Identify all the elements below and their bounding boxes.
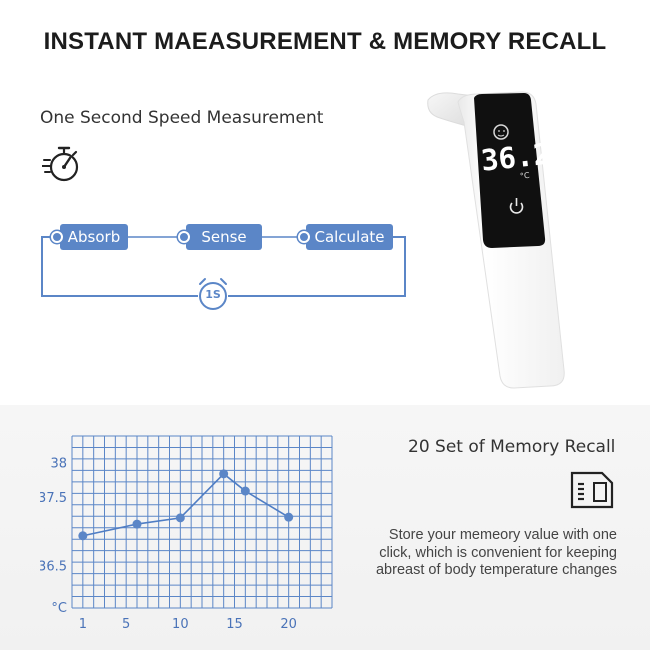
y-tick-label: 36.5: [40, 560, 67, 575]
x-tick-label: 1: [79, 617, 87, 632]
memory-title: 20 Set of Memory Recall: [408, 437, 616, 457]
y-unit-label: °C: [51, 601, 67, 616]
step-absorb: Absorb: [60, 224, 128, 250]
device-unit-display: °C: [520, 171, 531, 181]
data-point: [132, 519, 142, 529]
memory-card-icon: [564, 470, 614, 510]
x-tick-label: 5: [122, 617, 130, 632]
y-tick-label: 38: [50, 457, 67, 472]
stopwatch-icon: [41, 143, 82, 185]
x-tick-label: 10: [172, 617, 189, 632]
series-line: [82, 472, 290, 537]
page-headline: INSTANT MAEASUREMENT & MEMORY RECALL: [43, 28, 607, 55]
device-temperature-display: 36.2: [479, 137, 552, 178]
y-tick-label: 37.5: [40, 491, 67, 506]
step-sense-dot: [178, 231, 190, 243]
data-point: [175, 513, 185, 523]
step-calculate-dot: [298, 231, 310, 243]
x-tick-label: 20: [280, 617, 297, 632]
speed-title: One Second Speed Measurement: [40, 108, 324, 128]
thermometer-device: 36.2 °C: [418, 88, 578, 398]
data-point: [284, 512, 294, 522]
data-point: [240, 486, 250, 496]
step-absorb-dot: [51, 231, 63, 243]
timer-label: 1S: [205, 288, 221, 301]
x-tick-label: 15: [226, 617, 243, 632]
timer-icon: [199, 278, 227, 310]
step-calculate: Calculate: [306, 224, 393, 250]
power-icon: [509, 198, 524, 214]
measurement-flow: Absorb Sense Calculate 1S: [0, 200, 650, 330]
data-point: [219, 469, 229, 479]
memory-description: Store your memeory value with one click,…: [375, 527, 617, 578]
data-point: [78, 531, 88, 541]
step-sense: Sense: [186, 224, 262, 250]
baby-face-icon: [493, 124, 509, 140]
